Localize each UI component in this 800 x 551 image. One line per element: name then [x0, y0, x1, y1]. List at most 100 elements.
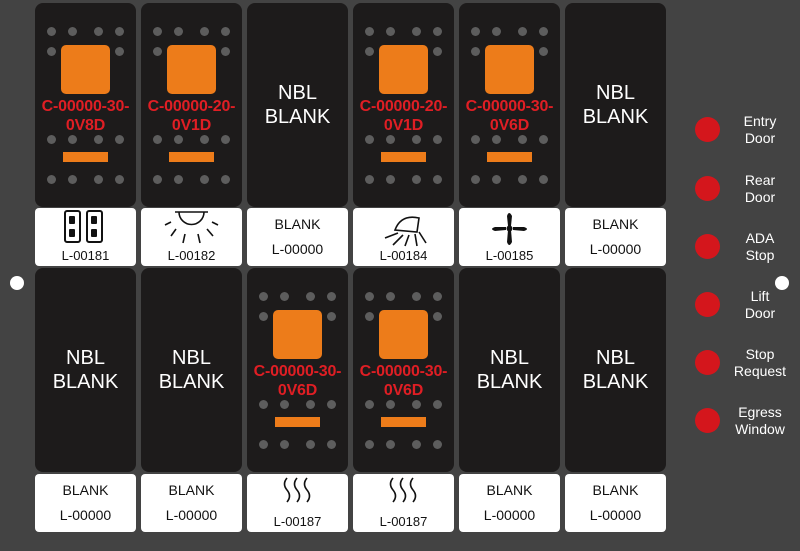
- switch-dot: [539, 175, 548, 184]
- amber-lamp-icon: [273, 310, 322, 359]
- switch-dot: [280, 440, 289, 449]
- switch-dot: [115, 175, 124, 184]
- switch-dot: [471, 27, 480, 36]
- switch-dot: [280, 400, 289, 409]
- label-plate-9: L-00187: [247, 474, 348, 532]
- switch-dot: [412, 135, 421, 144]
- switch-dot: [386, 292, 395, 301]
- rocker-switch-5[interactable]: C-00000-30- 0V6D: [459, 3, 560, 207]
- switch-blank-text: NBL BLANK: [476, 347, 543, 393]
- indicator-light-stop-request: [695, 350, 720, 375]
- label-code: L-00185: [485, 248, 534, 263]
- switch-dot: [433, 292, 442, 301]
- rocker-switch-1[interactable]: C-00000-30- 0V8D: [35, 3, 136, 207]
- switch-dot: [327, 440, 336, 449]
- switch-dot: [68, 27, 77, 36]
- switch-dot: [539, 47, 548, 56]
- switch-dot: [115, 27, 124, 36]
- switch-dot: [200, 135, 209, 144]
- switch-blank-text: NBL BLANK: [158, 347, 225, 393]
- rocker-switch-4[interactable]: C-00000-20- 0V1D: [353, 3, 454, 207]
- label-plate-4: L-00184: [353, 208, 454, 266]
- rocker-switch-12[interactable]: NBL BLANK: [565, 268, 666, 472]
- switch-dot: [280, 292, 289, 301]
- label-title: BLANK: [592, 216, 639, 232]
- switch-dot: [492, 175, 501, 184]
- switch-dot: [259, 312, 268, 321]
- switch-dot: [433, 175, 442, 184]
- switch-code: C-00000-30- 0V6D: [465, 98, 554, 134]
- switch-dot: [386, 440, 395, 449]
- switch-dot: [259, 400, 268, 409]
- indicator-label-entry-door: Entry Door: [743, 113, 777, 146]
- switch-dot: [68, 135, 77, 144]
- switch-dot: [306, 292, 315, 301]
- indicator-label-egress-window: Egress Window: [735, 404, 785, 437]
- rocker-switch-6[interactable]: NBL BLANK: [565, 3, 666, 207]
- rocker-switch-11[interactable]: NBL BLANK: [459, 268, 560, 472]
- amber-indicator-bar: [381, 417, 426, 427]
- label-title: BLANK: [168, 482, 215, 498]
- rocker-switch-9[interactable]: C-00000-30- 0V6D: [247, 268, 348, 472]
- switch-blank-text: NBL BLANK: [582, 82, 649, 128]
- indicator-light-rear-door: [695, 176, 720, 201]
- switch-code: C-00000-20- 0V1D: [147, 98, 236, 134]
- switch-dot: [412, 440, 421, 449]
- switch-dot: [94, 27, 103, 36]
- switch-dot: [433, 47, 442, 56]
- mounting-hole-left: [10, 276, 24, 290]
- amber-lamp-icon: [379, 310, 428, 359]
- switch-dot: [47, 175, 56, 184]
- amber-indicator-bar: [487, 152, 532, 162]
- switch-dot: [365, 440, 374, 449]
- switch-dot: [433, 400, 442, 409]
- switch-dot: [115, 135, 124, 144]
- rocker-switch-8[interactable]: NBL BLANK: [141, 268, 242, 472]
- switch-dot: [492, 27, 501, 36]
- switch-dot: [386, 135, 395, 144]
- amber-lamp-icon: [379, 45, 428, 94]
- switch-dot: [221, 175, 230, 184]
- switch-dot: [47, 135, 56, 144]
- label-plate-1: L-00181: [35, 208, 136, 266]
- switch-dot: [306, 440, 315, 449]
- switch-dot: [174, 27, 183, 36]
- amber-lamp-icon: [61, 45, 110, 94]
- label-title: BLANK: [62, 482, 109, 498]
- switch-dot: [47, 47, 56, 56]
- rocker-switch-2[interactable]: C-00000-20- 0V1D: [141, 3, 242, 207]
- switch-dot: [386, 27, 395, 36]
- indicator-label-ada-stop: ADA Stop: [745, 230, 775, 263]
- label-code: L-00000: [589, 507, 642, 523]
- switch-dot: [327, 312, 336, 321]
- switch-dot: [412, 292, 421, 301]
- label-title: BLANK: [486, 482, 533, 498]
- mounting-hole-right: [775, 276, 789, 290]
- rocker-switch-7[interactable]: NBL BLANK: [35, 268, 136, 472]
- amber-indicator-bar: [275, 417, 320, 427]
- switch-blank-text: NBL BLANK: [582, 347, 649, 393]
- switch-dot: [412, 27, 421, 36]
- rocker-switch-10[interactable]: C-00000-30- 0V6D: [353, 268, 454, 472]
- amber-indicator-bar: [381, 152, 426, 162]
- switch-code: C-00000-20- 0V1D: [359, 98, 448, 134]
- label-code: L-00181: [61, 248, 110, 263]
- amber-lamp-icon: [167, 45, 216, 94]
- switch-dot: [471, 175, 480, 184]
- amber-lamp-icon: [485, 45, 534, 94]
- switch-code: C-00000-30- 0V8D: [41, 98, 130, 134]
- switch-dot: [221, 27, 230, 36]
- label-code: L-00184: [379, 248, 428, 263]
- label-plate-11: BLANK L-00000: [459, 474, 560, 532]
- rocker-switch-3[interactable]: NBL BLANK: [247, 3, 348, 207]
- switch-dot: [200, 27, 209, 36]
- label-code: L-00000: [483, 507, 536, 523]
- switch-dot: [153, 175, 162, 184]
- label-code: L-00187: [273, 514, 322, 529]
- switch-dot: [365, 400, 374, 409]
